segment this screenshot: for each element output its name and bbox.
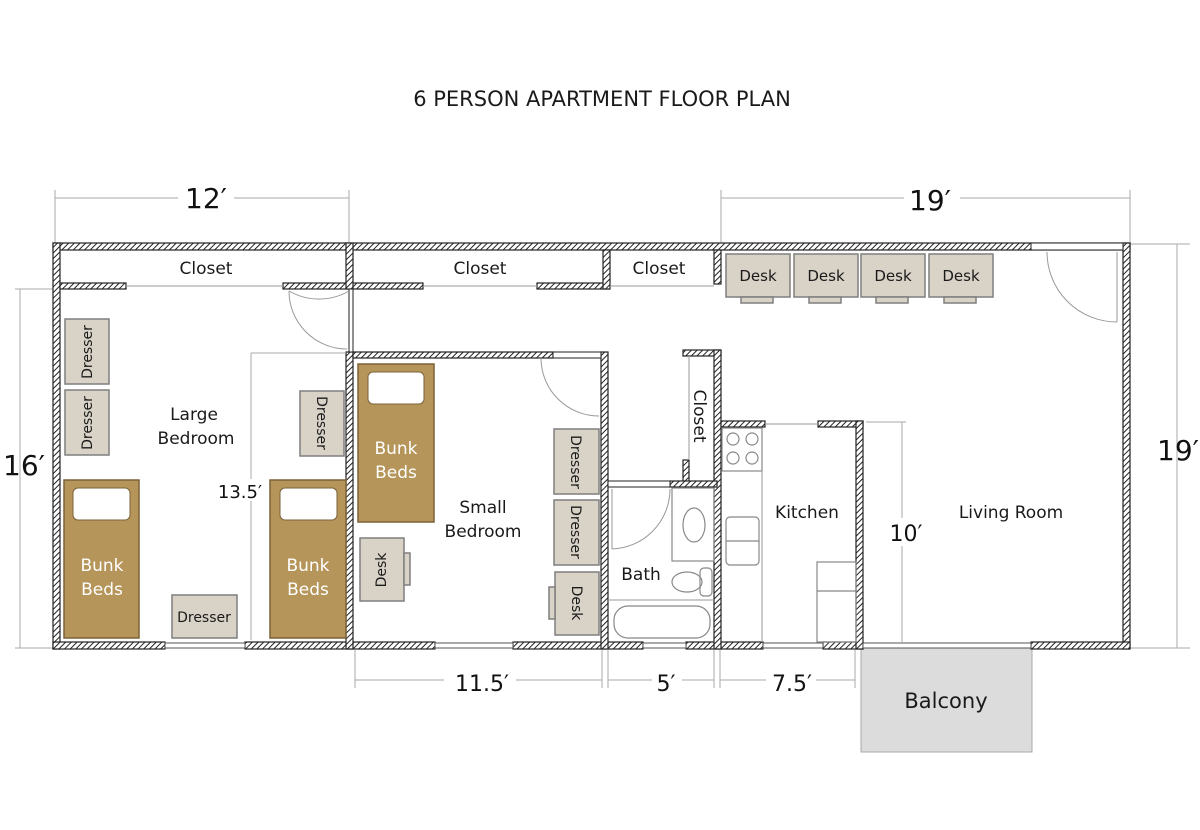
dresser-sb-1: Dresser xyxy=(553,428,600,495)
dimension-top-left: 12′ xyxy=(54,180,350,245)
svg-text:Dresser: Dresser xyxy=(80,325,96,379)
dimension-label-16ft: 16′ xyxy=(3,449,45,482)
svg-text:Bedroom: Bedroom xyxy=(445,522,522,542)
svg-text:Desk: Desk xyxy=(874,267,912,285)
svg-text:Dresser: Dresser xyxy=(177,610,231,626)
svg-text:Desk: Desk xyxy=(739,267,777,285)
desk-1: Desk xyxy=(725,253,791,304)
bath: Bath xyxy=(608,487,715,639)
svg-text:Bunk: Bunk xyxy=(286,556,329,576)
closet-label-1: Closet xyxy=(180,259,233,279)
dimension-label-12ft: 12′ xyxy=(185,182,227,215)
svg-text:Beds: Beds xyxy=(81,580,123,600)
svg-text:Dresser: Dresser xyxy=(80,396,96,450)
bunk-bed-sb: Bunk Beds xyxy=(357,363,435,523)
svg-text:Desk: Desk xyxy=(568,586,584,622)
small-bedroom: Small Bedroom Bunk Beds Desk Dresser Dre… xyxy=(357,363,600,636)
svg-text:Bedroom: Bedroom xyxy=(158,429,235,449)
door-swings xyxy=(288,251,1118,550)
svg-text:Desk: Desk xyxy=(807,267,845,285)
desk-sb-1: Desk xyxy=(359,537,411,602)
closet-label-2: Closet xyxy=(454,259,507,279)
dimension-label-19ft-right: 19′ xyxy=(1157,434,1199,467)
living-room: Living Room 10′ xyxy=(866,421,1063,642)
living-desks: Desk Desk Desk Desk xyxy=(725,253,994,304)
dresser-lb-2: Dresser xyxy=(64,389,110,456)
large-bedroom: Large Bedroom Dresser Dresser Dresser Dr… xyxy=(63,318,347,640)
plan-title: 6 PERSON APARTMENT FLOOR PLAN xyxy=(413,87,791,111)
dresser-lb-1: Dresser xyxy=(64,318,110,385)
dimension-label-19ft-top: 19′ xyxy=(909,184,951,217)
svg-text:Desk: Desk xyxy=(374,552,390,588)
dimension-label-11-5ft: 11.5′ xyxy=(455,672,509,697)
bath-label: Bath xyxy=(621,565,661,585)
living-room-label: Living Room xyxy=(959,503,1063,523)
desk-4: Desk xyxy=(928,253,994,304)
kitchen: Kitchen xyxy=(721,427,857,643)
closet-label-3: Closet xyxy=(633,259,686,279)
svg-text:Desk: Desk xyxy=(942,267,980,285)
dimension-label-5ft: 5′ xyxy=(657,672,676,697)
svg-text:Beds: Beds xyxy=(287,580,329,600)
desk-2: Desk xyxy=(793,253,859,304)
dimension-bottom: 11.5′ 5′ 7.5′ xyxy=(354,650,856,697)
dimension-label-13-5ft: 13.5′ xyxy=(218,482,262,503)
desk-sb-2: Desk xyxy=(548,571,600,636)
bunk-bed-lb-1: Bunk Beds xyxy=(63,479,140,639)
dimension-top-right: 19′ xyxy=(720,180,1131,245)
dresser-lb-4: Dresser xyxy=(171,594,238,639)
kitchen-label: Kitchen xyxy=(775,503,839,523)
walls xyxy=(52,242,1131,650)
svg-text:Bunk: Bunk xyxy=(80,556,123,576)
svg-text:Beds: Beds xyxy=(375,463,417,483)
bunk-bed-lb-2: Bunk Beds xyxy=(269,479,347,639)
closet-label-4: Closet xyxy=(689,390,709,443)
svg-text:Dresser: Dresser xyxy=(313,396,329,450)
dimension-label-7-5ft: 7.5′ xyxy=(772,672,812,697)
svg-text:Bunk: Bunk xyxy=(374,439,417,459)
dimension-left: 16′ xyxy=(3,288,55,649)
balcony-label: Balcony xyxy=(904,689,987,713)
dresser-sb-2: Dresser xyxy=(553,499,600,566)
dresser-lb-3: Dresser xyxy=(299,390,345,457)
dimension-label-10ft: 10′ xyxy=(890,522,923,547)
desk-3: Desk xyxy=(860,253,926,304)
small-bedroom-label: Small xyxy=(459,498,506,518)
svg-text:Dresser: Dresser xyxy=(567,435,583,489)
svg-text:Dresser: Dresser xyxy=(567,505,583,559)
large-bedroom-label: Large xyxy=(170,405,218,425)
dimension-right: 19′ xyxy=(1130,243,1199,649)
balcony: Balcony xyxy=(860,647,1033,753)
